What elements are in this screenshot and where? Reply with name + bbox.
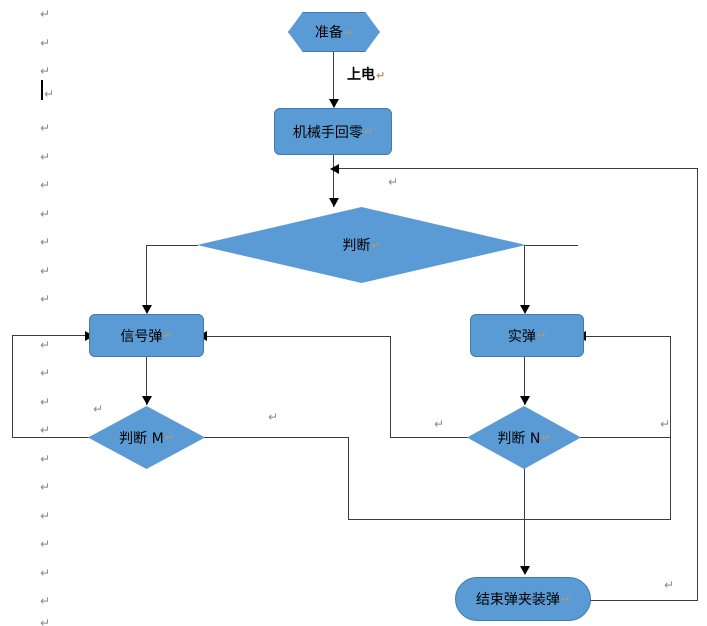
paragraph-mark: ↵	[40, 395, 51, 409]
edge-label-power-on-text: 上电	[347, 67, 375, 83]
edge-label-power-on: 上电↵	[347, 64, 385, 84]
connector-decision-left-down	[146, 245, 147, 310]
connector-bottom-cross	[348, 519, 671, 520]
node-home-label: 机械手回零	[292, 124, 363, 141]
node-finish-label: 结束弹夹装弹	[475, 592, 560, 608]
node-live-round-mark: ↵	[536, 329, 547, 342]
arrow-start-to-home	[329, 99, 339, 108]
node-start-label: 准备	[314, 25, 343, 41]
node-decision-main[interactable]: 判断↵	[197, 207, 526, 283]
paragraph-mark: ↵	[40, 292, 51, 306]
node-decision-m-mark: ↵	[164, 431, 174, 444]
paragraph-mark: ↵	[40, 178, 51, 192]
connector-decision-right-down	[524, 245, 525, 310]
arrow-live-round-to-decision-n	[520, 396, 530, 405]
paragraph-mark: ↵	[660, 417, 671, 431]
paragraph-mark: ↵	[40, 537, 51, 551]
node-finish-mark: ↵	[560, 592, 571, 606]
connector-decision-n-loop-to-signal-flare	[205, 336, 391, 337]
connector-signal-flare-to-decision-m	[146, 357, 147, 405]
paragraph-mark: ↵	[40, 509, 51, 523]
arrow-decision-to-live-round	[520, 305, 530, 314]
node-live-round[interactable]: 实弹↵	[470, 314, 584, 357]
connector-loop-to-live-round	[585, 336, 671, 337]
connector-decision-n-right-out	[580, 437, 671, 438]
connector-feedback-top-horizontal	[338, 168, 697, 169]
paragraph-mark: ↵	[40, 480, 51, 494]
connector-decision-n-to-finish	[524, 468, 525, 573]
paragraph-mark: ↵	[268, 410, 279, 424]
connector-decision-left-branch	[146, 245, 198, 246]
decision-m-label-wrap: 判断 M↵	[88, 406, 205, 469]
arrow-decision-n-to-finish	[520, 566, 530, 575]
connector-feedback-right-vertical	[697, 168, 698, 600]
paragraph-mark: ↵	[40, 423, 51, 437]
paragraph-mark: ↵	[664, 578, 675, 592]
paragraph-mark: ↵	[40, 452, 51, 466]
paragraph-mark: ↵	[40, 36, 51, 50]
arrow-feedback-into-main-path	[330, 164, 339, 174]
connector-decision-n-right-up	[670, 336, 671, 520]
paragraph-mark: ↵	[40, 566, 51, 580]
connector-decision-m-left-out	[12, 437, 90, 438]
node-finish[interactable]: 结束弹夹装弹↵	[455, 577, 591, 621]
connector-start-to-home	[333, 52, 334, 107]
node-decision-main-label: 判断	[342, 238, 371, 254]
connector-decision-m-right-out	[204, 437, 349, 438]
paragraph-mark: ↵	[40, 64, 51, 78]
node-home-position[interactable]: 机械手回零↵	[274, 108, 392, 155]
node-start[interactable]: 准备↵	[288, 12, 380, 52]
paragraph-mark: ↵	[40, 264, 51, 278]
connector-home-to-decision	[333, 155, 334, 207]
node-decision-m[interactable]: 判断 M↵	[88, 406, 205, 469]
text-cursor	[41, 80, 43, 100]
node-home-mark: ↵	[363, 125, 374, 138]
node-signal-flare[interactable]: 信号弹↵	[89, 314, 204, 357]
node-decision-m-label: 判断 M	[119, 430, 164, 447]
edge-label-power-on-mark: ↵	[376, 69, 386, 82]
connector-decision-m-left-up	[12, 335, 13, 438]
arrow-signal-flare-to-decision-m	[142, 396, 152, 405]
node-decision-n-label: 判断 N	[497, 430, 541, 447]
connector-decision-n-left-up	[390, 336, 391, 438]
connector-decision-right-branch	[524, 245, 578, 246]
arrow-home-to-decision	[329, 198, 339, 207]
paragraph-mark: ↵	[40, 616, 51, 626]
paragraph-mark: ↵	[434, 417, 445, 431]
paragraph-mark: ↵	[40, 121, 51, 135]
paragraph-mark: ↵	[40, 594, 51, 608]
paragraph-mark: ↵	[388, 175, 399, 189]
arrow-decision-to-signal-flare	[142, 305, 152, 314]
connector-live-round-to-decision-n	[524, 357, 525, 405]
paragraph-mark: ↵	[93, 402, 104, 416]
node-decision-main-mark: ↵	[371, 238, 381, 252]
connector-decision-m-loop-into-signal-flare	[12, 335, 88, 336]
paragraph-mark: ↵	[40, 7, 51, 21]
paragraph-mark: ↵	[40, 235, 51, 249]
connector-decision-n-left-out	[390, 437, 468, 438]
paragraph-mark: ↵	[40, 366, 51, 380]
node-decision-n-mark: ↵	[541, 431, 551, 444]
decision-n-label-wrap: 判断 N↵	[467, 406, 581, 469]
node-signal-flare-label: 信号弹	[120, 328, 163, 345]
paragraph-mark: ↵	[40, 150, 51, 164]
paragraph-mark: ↵	[40, 338, 51, 352]
node-decision-n[interactable]: 判断 N↵	[467, 406, 581, 469]
connector-finish-to-feedback	[590, 600, 698, 601]
node-start-mark: ↵	[343, 25, 354, 39]
node-signal-flare-mark: ↵	[163, 329, 173, 342]
node-live-round-label: 实弹	[507, 328, 536, 345]
paragraph-mark: ↵	[44, 87, 55, 101]
decision-main-label-wrap: 判断↵	[197, 207, 526, 283]
connector-decision-m-right-down	[348, 437, 349, 520]
paragraph-mark: ↵	[40, 207, 51, 221]
